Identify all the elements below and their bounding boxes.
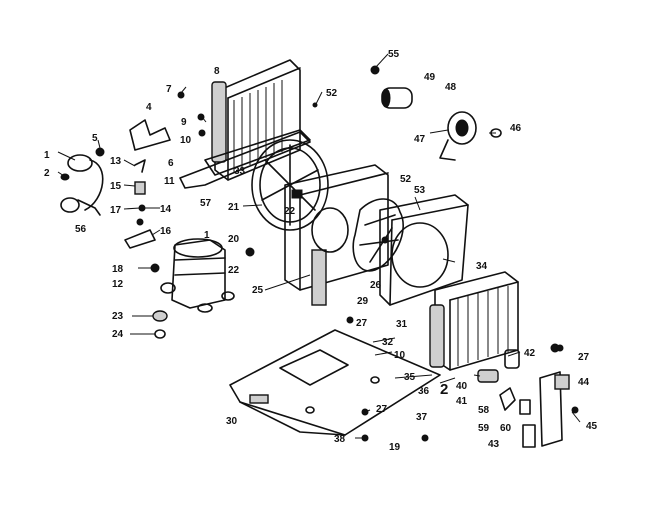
callout: 17 [110, 205, 122, 216]
fan-shroud [284, 164, 389, 306]
callout: 45 [586, 421, 598, 432]
callout: 22 [228, 265, 240, 276]
grommets [152, 310, 168, 339]
callout: 43 [488, 439, 500, 450]
callout: 33 [234, 166, 246, 177]
callout: 32 [382, 337, 394, 348]
callout: 2 [440, 381, 448, 398]
callout: 59 [478, 423, 490, 434]
callout: 55 [388, 49, 400, 60]
callout: 6 [168, 158, 174, 169]
callout: 10 [394, 350, 406, 361]
callout: 4 [146, 102, 152, 113]
blower-wheel [352, 198, 404, 272]
callout: 46 [510, 123, 522, 134]
callout: 20 [228, 234, 240, 245]
callout-labels: 55 49 48 8 7 9 10 52 4 5 1 2 56 13 6 11 … [44, 49, 598, 453]
callout: 41 [456, 396, 468, 407]
upper-coil [204, 59, 311, 181]
callout: 27 [376, 404, 388, 415]
callout: 8 [214, 66, 220, 77]
callout: 40 [456, 381, 468, 392]
callout: 22 [284, 206, 296, 217]
callout: 48 [445, 82, 457, 93]
callout: 38 [334, 434, 346, 445]
callout: 30 [226, 416, 238, 427]
callout: 9 [181, 117, 187, 128]
callout: 1 [44, 150, 50, 161]
callout: 19 [389, 442, 401, 453]
callout: 58 [478, 405, 490, 416]
callout: 44 [578, 377, 590, 388]
callout: 24 [112, 329, 124, 340]
callout: 34 [476, 261, 488, 272]
bracket-4 [129, 119, 171, 151]
callout: 35 [404, 372, 416, 383]
callout: 2 [44, 168, 50, 179]
callout: 14 [160, 204, 172, 215]
callout: 5 [92, 133, 98, 144]
callout: 23 [112, 311, 124, 322]
callout: 11 [164, 176, 175, 187]
scroll-housing [379, 194, 469, 306]
callout: 12 [112, 279, 124, 290]
callout: 52 [326, 88, 338, 99]
small-parts-column [124, 159, 156, 249]
condenser-fan [251, 139, 329, 231]
run-capacitor [370, 65, 413, 109]
fasteners [177, 91, 564, 442]
callout: 56 [75, 224, 87, 235]
callout: 15 [110, 181, 122, 192]
compressor [150, 238, 235, 313]
callout: 27 [578, 352, 590, 363]
callout: 29 [357, 296, 369, 307]
fan-motor [439, 111, 502, 161]
callout: 42 [524, 348, 536, 359]
callout: 7 [166, 84, 172, 95]
callout: 27 [356, 318, 368, 329]
evaporator-coil [429, 271, 519, 371]
callout: 49 [424, 72, 436, 83]
base-pan [229, 329, 441, 436]
callout: 26 [370, 280, 382, 291]
callout: 37 [416, 412, 428, 423]
callout: 25 [252, 285, 264, 296]
callout: 57 [200, 198, 212, 209]
callout: 53 [414, 185, 426, 196]
callout: 1 [204, 230, 210, 241]
callout: 21 [228, 202, 240, 213]
callout: 52 [400, 174, 412, 185]
drain-bracket [179, 131, 311, 189]
callout: 47 [414, 134, 426, 145]
callout: 16 [160, 226, 172, 237]
leader-lines [57, 53, 581, 439]
control-parts [477, 343, 579, 448]
capacitor-assembly [60, 147, 105, 216]
callout: 36 [418, 386, 430, 397]
callout: 60 [500, 423, 512, 434]
callout: 31 [396, 319, 408, 330]
callout: 10 [180, 135, 192, 146]
callout: 13 [110, 156, 122, 167]
callout: 18 [112, 264, 124, 275]
